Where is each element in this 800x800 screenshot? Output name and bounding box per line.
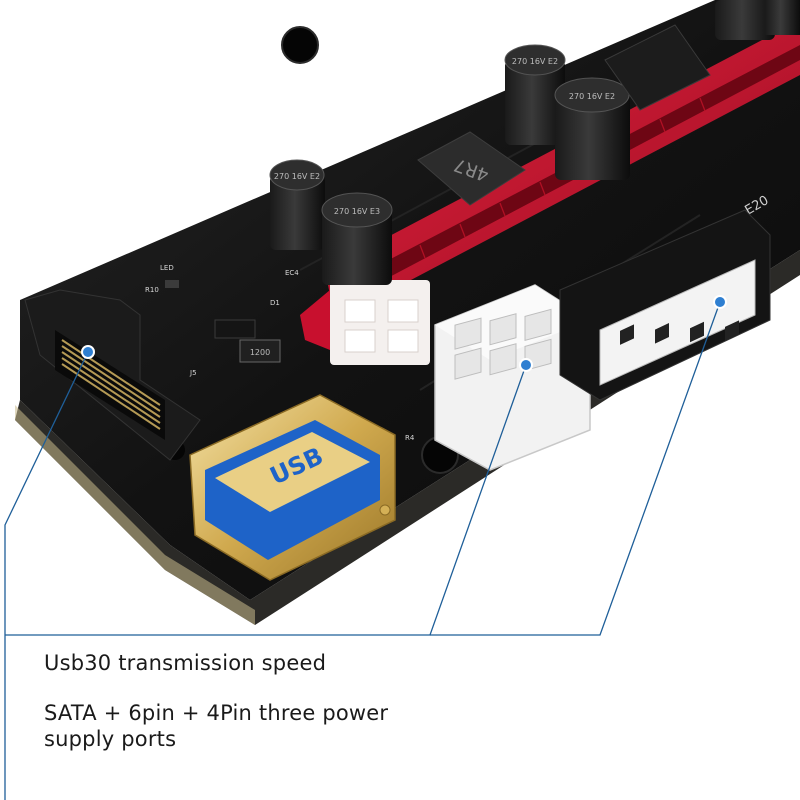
capacitor-label: 270 16V E3 — [334, 207, 380, 216]
callout-dots — [81, 295, 727, 372]
capacitor-label: 270 16V E2 — [569, 92, 615, 101]
j5-label: J5 — [189, 369, 197, 377]
callout-lines — [4, 301, 721, 800]
usb3-connector: USB — [189, 394, 396, 581]
capacitor-label: 270 16V E2 — [274, 172, 320, 181]
capacitor — [715, 0, 800, 40]
ec4-label: EC4 — [285, 269, 299, 277]
smd-components: 1200 LED R10 EC4 D1 J5 R4 E20 — [145, 193, 771, 442]
callout-dot-molex — [713, 295, 727, 309]
r10-label: R10 — [145, 286, 159, 294]
caption-usb-speed: Usb30 transmission speed — [44, 651, 327, 675]
capacitor: 270 16V E2 — [554, 77, 630, 180]
four-pin-molex-connector — [559, 209, 771, 401]
caption-power-ports: SATA + 6pin + 4Pin three power supply po… — [44, 701, 389, 751]
capacitor: 270 16V E2 — [504, 44, 566, 145]
capacitor-label: 270 16V E2 — [512, 57, 558, 66]
callout-line-sata — [4, 351, 89, 800]
callout-line-molex — [430, 301, 721, 636]
callout-dot-sata — [81, 345, 95, 359]
capacitor-group: 270 16V E2 270 16V E3 270 16V E2 270 16V… — [269, 0, 800, 285]
capacitor: 270 16V E2 — [269, 159, 325, 250]
d1-label: D1 — [270, 299, 280, 307]
r4-label: R4 — [405, 434, 415, 442]
inductor: 4R7 — [417, 131, 526, 206]
voltage-regulator — [604, 24, 711, 111]
resistor-label: 1200 — [250, 348, 270, 357]
sata-power-connector — [24, 289, 201, 461]
capacitor: 270 16V E3 — [321, 192, 393, 285]
led-label: LED — [160, 264, 174, 272]
callout-dot-six-pin — [519, 358, 533, 372]
